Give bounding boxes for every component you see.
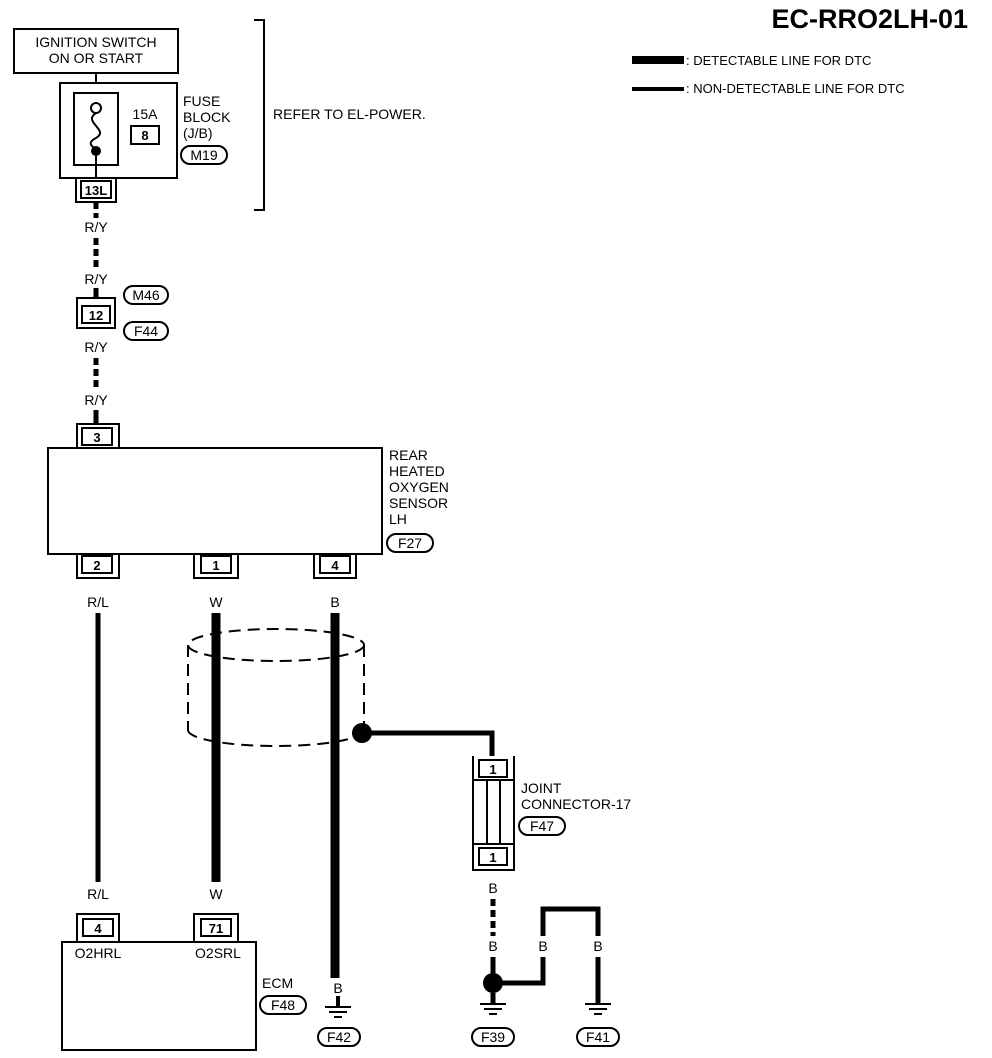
ground-f39-label: F39 (481, 1029, 505, 1045)
inline-connector-12: 12 (76, 297, 116, 329)
fuse-block-label-3: (J/B) (183, 125, 213, 141)
ecm (61, 941, 257, 1051)
joint-connector-pin-top: 1 (489, 762, 496, 777)
ecm-pin-4: 4 (76, 913, 120, 942)
ecm-pin-4-name: O2HRL (75, 945, 122, 961)
shield (187, 628, 365, 747)
wire-b-label-top: B (330, 594, 339, 610)
ecm-connector: F48 (271, 997, 295, 1013)
sensor-pin-3: 3 (76, 423, 120, 448)
wire-w-label-top: W (209, 594, 223, 610)
fuse-number: 8 (141, 128, 148, 143)
wire-ry-label-4: R/Y (84, 392, 108, 408)
ecm-label: ECM (262, 975, 293, 991)
ecm-pin-71-name: O2SRL (195, 945, 241, 961)
sensor-connector: F27 (398, 535, 422, 551)
wire-rl-label-top: R/L (87, 594, 109, 610)
svg-text:3: 3 (93, 430, 100, 445)
ground-f41-icon (585, 1003, 611, 1015)
fuse-top-terminal (90, 102, 102, 114)
wire-rl-label-bottom: R/L (87, 886, 109, 902)
sensor-pin-4: 4 (313, 554, 357, 579)
fuse-bottom-terminal (91, 146, 101, 156)
sensor-label-5: LH (389, 511, 407, 527)
inline-connector-female: F44 (134, 323, 158, 339)
fuse-icon (89, 112, 101, 151)
fuse-terminal-13l: 13L (75, 178, 117, 203)
ecm-pin-71: 71 (193, 913, 239, 942)
svg-text:4: 4 (94, 921, 102, 936)
shield-drain-wire (362, 730, 495, 756)
svg-text:13L: 13L (85, 183, 107, 198)
svg-text:71: 71 (209, 921, 223, 936)
wire-w-label-bottom: W (209, 886, 223, 902)
joint-connector-pin-bottom: 1 (489, 850, 496, 865)
sensor-label-2: HEATED (389, 463, 445, 479)
wire-ry-label-1: R/Y (84, 219, 108, 235)
legend-non-detectable-label: : NON-DETECTABLE LINE FOR DTC (686, 81, 905, 96)
ground-f39-icon (480, 1003, 506, 1015)
fuse-block-label-2: BLOCK (183, 109, 231, 125)
joint-connector-label-1: JOINT (521, 780, 562, 796)
joint-connector-id: F47 (530, 818, 554, 834)
fuse-block-label-1: FUSE (183, 93, 220, 109)
inline-connector-male: M46 (132, 287, 159, 303)
joint-connector-17: 1 1 (472, 756, 515, 871)
rear-heated-oxygen-sensor (47, 447, 383, 555)
sensor-label-1: REAR (389, 447, 428, 463)
wire-b-label-ground-f39: B (488, 938, 497, 954)
fuse-rating: 15A (133, 106, 159, 122)
wire-ry-label-2: R/Y (84, 271, 108, 287)
sensor-label-3: OXYGEN (389, 479, 449, 495)
svg-text:2: 2 (93, 558, 100, 573)
wire-b-label-ground-f41: B (593, 938, 602, 954)
diagram-title: EC-RRO2LH-01 (771, 4, 968, 34)
ground-f42-icon (325, 996, 351, 1018)
legend-detectable-label: : DETECTABLE LINE FOR DTC (686, 53, 871, 68)
inline-connector-pin: 12 (89, 308, 103, 323)
refer-bracket (254, 19, 265, 211)
svg-text:1: 1 (212, 558, 219, 573)
fuse-block: 15A 8 (59, 82, 178, 179)
sensor-label-4: SENSOR (389, 495, 448, 511)
wire-b-label-joint: B (488, 880, 497, 896)
joint-connector-label-2: CONNECTOR-17 (521, 796, 631, 812)
ignition-switch-line1: IGNITION SWITCH (35, 34, 156, 50)
ignition-switch: IGNITION SWITCH ON OR START (13, 28, 179, 74)
ground-f41-label: F41 (586, 1029, 610, 1045)
wire-b-label-junction: B (538, 938, 547, 954)
sensor-pin-1: 1 (193, 554, 239, 579)
refer-note: REFER TO EL-POWER. (273, 106, 426, 122)
wire-ry-label-3: R/Y (84, 339, 108, 355)
svg-text:4: 4 (331, 558, 339, 573)
sensor-pin-2: 2 (76, 554, 120, 579)
ground-f42-label: F42 (327, 1029, 351, 1045)
ignition-switch-line2: ON OR START (49, 50, 144, 66)
wire-b-label-ground-f42: B (333, 980, 342, 996)
legend: : DETECTABLE LINE FOR DTC : NON-DETECTAB… (632, 53, 905, 96)
fuse-block-connector: M19 (190, 147, 217, 163)
